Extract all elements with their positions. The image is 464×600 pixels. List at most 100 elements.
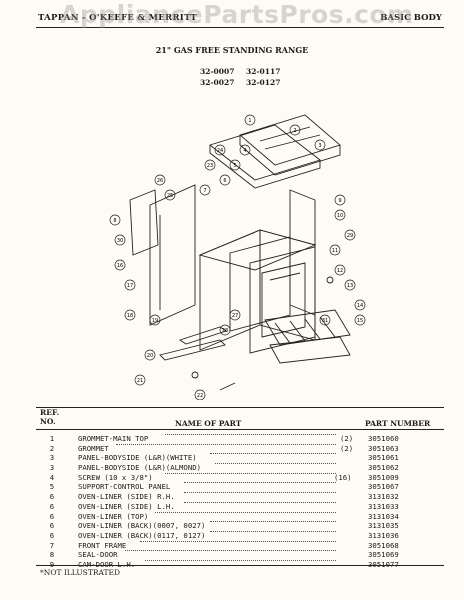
table-row: 1 GROMMET-MAIN TOP (2) 3051060: [0, 434, 464, 444]
name-cell: PANEL-BODYSIDE (L&R)(WHITE): [78, 453, 197, 463]
header-rule: [36, 27, 444, 28]
part-number-cell: 3051063: [368, 443, 399, 453]
ref-cell: 9: [49, 559, 55, 569]
leader-line: [184, 501, 336, 503]
table-row: 6 OVEN-LINER (BACK)(0117, 0127) 3131036: [0, 530, 464, 541]
callout-number: 23: [207, 163, 213, 169]
part-number-cell: 3051068: [368, 540, 399, 550]
model-numbers: 32-0007 32-0117 32-0027 32-0127: [200, 66, 292, 88]
footnote: *NOT ILLUSTRATED: [40, 568, 120, 577]
table-row: 6 OVEN-LINER (SIDE) R.H. 3131032: [0, 492, 464, 502]
part-number-cell: 3131032: [368, 492, 399, 502]
name-cell: PANEL-BODYSIDE (L&R)(ALMOND): [78, 463, 202, 473]
leader-line: [140, 540, 336, 542]
ref-cell: 7: [49, 540, 55, 550]
section-header: BASIC BODY: [380, 13, 442, 23]
callout-number: 16: [117, 263, 123, 269]
leader-line: [145, 559, 336, 561]
part-number-cell: 3051062: [368, 463, 399, 473]
qty-cell: (2): [340, 443, 354, 453]
callout-number: 9: [338, 198, 341, 204]
ref-cell: 6: [49, 530, 55, 540]
leader-line: [210, 521, 336, 523]
model-number: 32-0007: [200, 67, 235, 76]
callout-number: 8: [113, 218, 116, 224]
table-row: 2 GROMMET (2) 3051063: [0, 443, 464, 454]
callout-number: 7: [203, 188, 206, 194]
footer-rule: [36, 565, 444, 566]
callout-number: 21: [137, 378, 143, 384]
callout-number: 26: [157, 178, 163, 184]
callout-number: 12: [337, 268, 343, 274]
leader-line: [210, 530, 336, 532]
watermark: AppliancePartsPros.com: [60, 0, 414, 29]
name-cell: OVEN-LINER (BACK)(0007, 0027): [78, 521, 206, 531]
table-row: 3 PANEL-BODYSIDE (L&R)(WHITE) 3051061: [0, 453, 464, 463]
table-row: 6 OVEN-LINER (SIDE) L.H. 3131033: [0, 501, 464, 512]
callout-number: 19: [152, 318, 158, 324]
ref-cell: 6: [49, 492, 55, 502]
callout-number: 29: [347, 233, 353, 239]
main-top: [209, 124, 321, 181]
name-cell: OVEN-LINER (TOP): [78, 511, 149, 521]
bottom-rail: [178, 326, 228, 345]
qty-cell: (2): [340, 434, 354, 443]
model-number: 32-0027: [200, 78, 235, 87]
ref-cell: 4: [49, 472, 55, 482]
callout-number: 13: [347, 283, 353, 289]
callout-number: 25: [167, 193, 173, 199]
callout-number: 31: [322, 318, 328, 324]
ref-cell: 3: [49, 453, 55, 463]
leader-line: [116, 443, 336, 445]
callout-number: 5: [233, 163, 236, 169]
ref-cell: 3: [49, 463, 55, 473]
name-cell: SUPPORT-CONTROL PANEL: [78, 482, 171, 492]
part-number-cell: 3051069: [368, 550, 399, 560]
name-cell: OVEN-LINER (SIDE) L.H.: [78, 501, 175, 511]
page-title: 21" GAS FREE STANDING RANGE: [155, 45, 309, 55]
callout-marker: [109, 114, 366, 400]
ref-cell: 6: [49, 521, 55, 531]
callout-number: 20: [147, 353, 153, 359]
name-cell: GROMMET-MAIN TOP: [78, 434, 149, 443]
part-number-cell: 3131035: [368, 521, 399, 531]
callout-number: 30: [117, 238, 123, 244]
oven-rack: [264, 309, 351, 346]
name-cell: GROMMET: [78, 443, 109, 453]
part-number-cell: 3051060: [368, 434, 399, 443]
callout-number: 28: [222, 328, 228, 334]
ref-cell: 6: [49, 511, 55, 521]
ref-cell: 8: [49, 550, 55, 560]
leader-line: [125, 550, 336, 552]
callout-number: 18: [127, 313, 133, 319]
leader-line: [184, 482, 336, 484]
table-row: 5 SUPPORT-CONTROL PANEL 3051067: [0, 482, 464, 492]
part-number-cell: 3051067: [368, 482, 399, 492]
part-number-cell: 3051061: [368, 453, 399, 463]
leader-line: [165, 434, 336, 435]
table-top-rule: [36, 407, 444, 408]
leader-line: [210, 453, 336, 455]
name-header: NAME OF PART: [175, 419, 242, 428]
oven-door: [249, 246, 316, 354]
callout-number: 4: [243, 148, 246, 154]
leader-line: [165, 472, 336, 474]
part-number-cell: 3131033: [368, 501, 399, 511]
part-number-cell: 3131036: [368, 530, 399, 540]
leader-line: [215, 463, 336, 465]
callout-number: 1: [248, 118, 251, 124]
ref-cell: 1: [49, 434, 55, 443]
model-number: 32-0127: [246, 78, 281, 87]
side-panel-left: [149, 184, 196, 326]
table-row: 3 PANEL-BODYSIDE (L&R)(ALMOND) 3051062: [0, 463, 464, 473]
callout-number: 17: [127, 283, 133, 289]
brand-header: TAPPAN - O'KEEFE & MERRITT: [38, 13, 198, 23]
ref-cell: 6: [49, 501, 55, 511]
table-row: 6 OVEN-LINER (BACK)(0007, 0027) 3131035: [0, 521, 464, 531]
name-cell: OVEN-LINER (SIDE) R.H.: [78, 492, 175, 502]
model-number: 32-0117: [246, 67, 281, 76]
exploded-diagram: 1234567891011121314151617181920212223242…: [109, 114, 366, 400]
callout-number: 24: [217, 148, 223, 154]
part-number-header: PART NUMBER: [365, 419, 431, 428]
table-header-rule: [36, 429, 444, 430]
